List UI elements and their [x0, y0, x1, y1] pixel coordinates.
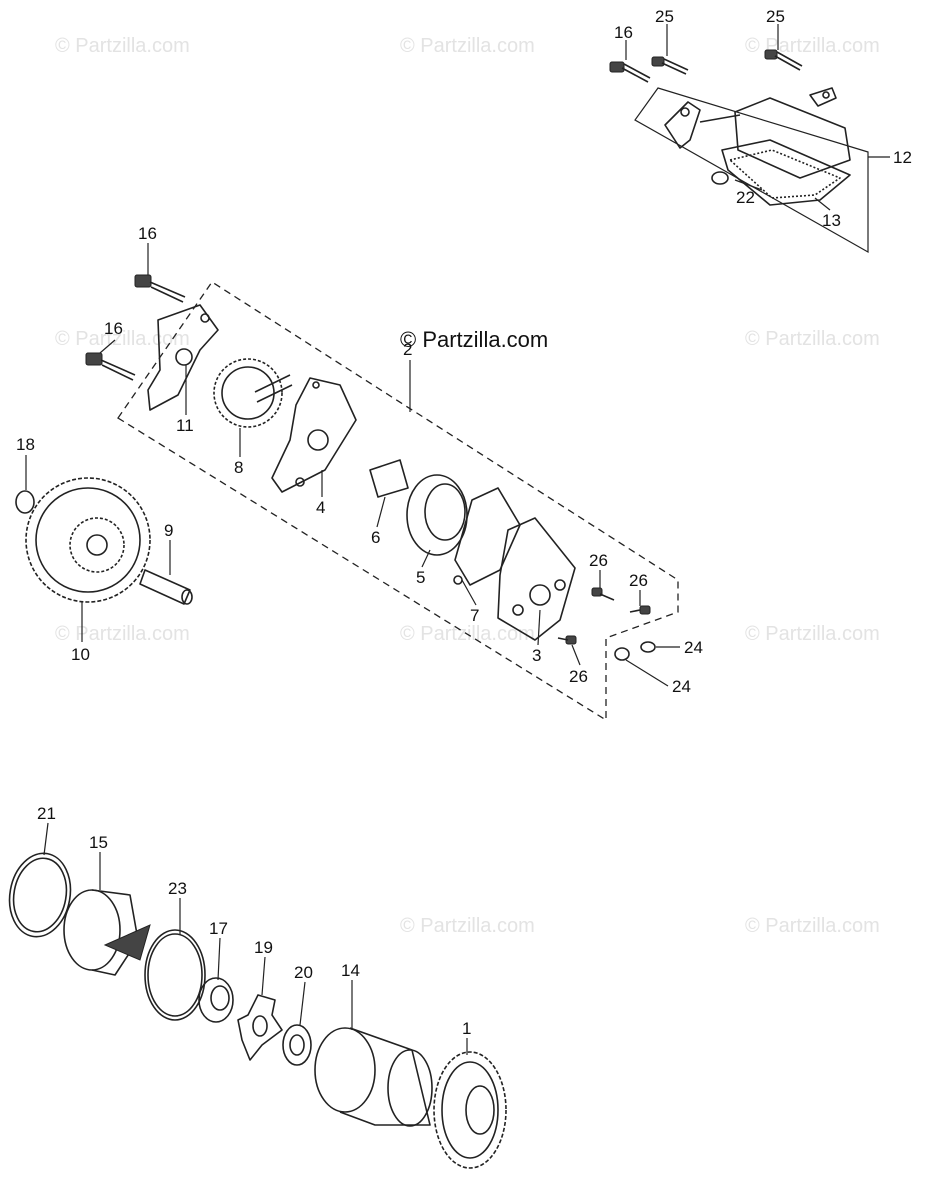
callout-22: 22 [736, 188, 755, 207]
callout-6: 6 [371, 528, 380, 547]
callout-26: 26 [569, 667, 588, 686]
callout-numbers: 16 25 25 12 22 13 16 16 2 11 8 4 6 5 7 3… [16, 7, 912, 1038]
o-ring-24-b [614, 647, 630, 661]
callout-7: 7 [470, 606, 479, 625]
callout-5: 5 [416, 568, 425, 587]
sleeve-14 [314, 1027, 433, 1127]
lock-washer-19 [237, 994, 283, 1061]
watermark: © Partzilla.com [745, 328, 880, 350]
watermark: © Partzilla.com [55, 623, 190, 645]
callout-10: 10 [71, 645, 90, 664]
callout-1: 1 [462, 1019, 471, 1038]
callout-26: 26 [589, 551, 608, 570]
o-ring-22 [711, 171, 729, 185]
watermark: © Partzilla.com [745, 623, 880, 645]
watermark: © Partzilla.com [400, 915, 535, 937]
watermark: © Partzilla.com [55, 35, 190, 57]
bolt-16-lower [85, 352, 136, 381]
driven-gear-8 [213, 358, 293, 428]
bolt-25-a [651, 56, 689, 75]
callout-26: 26 [629, 571, 648, 590]
pump-cover-4 [271, 377, 357, 493]
callout-12: 12 [893, 148, 912, 167]
callout-23: 23 [168, 879, 187, 898]
oil-strainer [664, 87, 851, 179]
circlip-21 [8, 852, 72, 938]
strainer-screen [721, 139, 851, 206]
callout-19: 19 [254, 938, 273, 957]
washer-20 [282, 1024, 312, 1066]
bolt-25-b [764, 49, 803, 71]
washer-18 [15, 490, 35, 514]
callout-11: 11 [176, 416, 194, 435]
screw-26-b [629, 605, 651, 615]
oil-pump-assembly-outline [117, 281, 679, 722]
callout-21: 21 [37, 804, 56, 823]
callout-16: 16 [104, 319, 123, 338]
callout-16: 16 [614, 23, 633, 42]
callout-16: 16 [138, 224, 157, 243]
pump-body-3 [497, 517, 576, 641]
drive-gear-1 [433, 1051, 507, 1169]
callout-17: 17 [209, 919, 228, 938]
screw-26-a [591, 587, 615, 601]
bearing-17 [198, 977, 234, 1023]
callout-2: 2 [403, 340, 412, 359]
o-ring-23 [144, 929, 206, 1021]
callout-25: 25 [655, 7, 674, 26]
screw-26-c [557, 635, 577, 645]
watermark: © Partzilla.com [745, 915, 880, 937]
watermark: © Partzilla.com [745, 35, 880, 57]
callout-20: 20 [294, 963, 313, 982]
o-ring-24-a [640, 641, 656, 653]
callout-4: 4 [316, 498, 325, 517]
drive-gear-10 [25, 477, 151, 603]
callout-8: 8 [234, 458, 243, 477]
callout-24: 24 [684, 638, 703, 657]
inner-rotor-6 [369, 459, 409, 498]
collar-15 [63, 889, 151, 976]
watermarks: © Partzilla.com © Partzilla.com © Partzi… [55, 35, 880, 937]
callout-14: 14 [341, 961, 360, 980]
oil-strainer-assembly-outline [634, 87, 869, 254]
pin-9 [139, 569, 193, 605]
callout-24: 24 [672, 677, 691, 696]
watermark: © Partzilla.com [55, 328, 190, 350]
callout-3: 3 [532, 646, 541, 665]
pump-bracket-11 [147, 304, 219, 411]
outer-rotor-5 [406, 474, 468, 556]
leader-lines [25, 24, 890, 1055]
callout-18: 18 [16, 435, 35, 454]
callout-15: 15 [89, 833, 108, 852]
callout-25: 25 [766, 7, 785, 26]
bolt-16-upper [134, 274, 186, 303]
watermark: © Partzilla.com [400, 35, 535, 57]
center-watermark: © Partzilla.com [400, 327, 548, 352]
bolt-16-top [609, 61, 651, 83]
callout-9: 9 [164, 521, 173, 540]
callout-13: 13 [822, 211, 841, 230]
